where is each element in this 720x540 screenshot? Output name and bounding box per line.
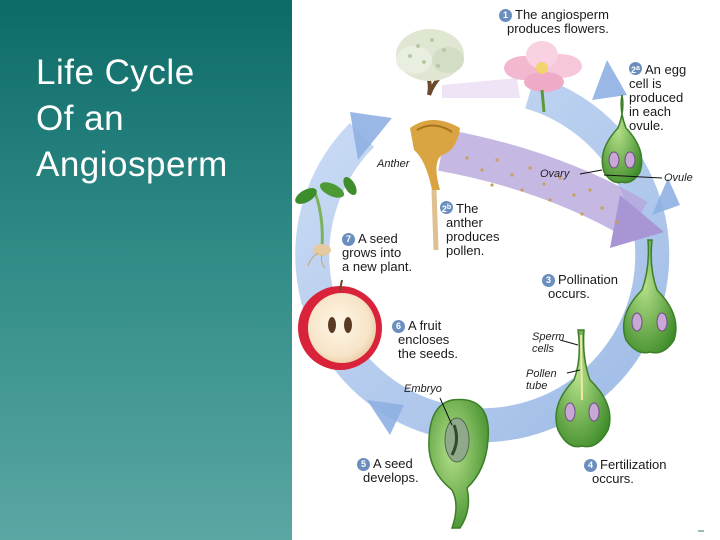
title-line-2: Of an [36,99,125,138]
sperm-tag-line-1: Sperm [532,331,565,343]
ovary-with-ovules [579,94,663,184]
step-2b-badge: 2b [440,201,453,214]
step-7-line-3: a new plant. [342,259,413,274]
embryo-tag: Embryo [404,383,442,395]
step-7-line-1: A seed [358,231,398,246]
step-2a-letter: a [636,65,640,72]
slide-corner-mark [698,530,704,532]
pollen-arrow [438,129,664,248]
fertilization-pistil [555,329,611,448]
ovary-tag: Ovary [540,168,570,180]
step-5-badge: 5 [357,458,370,471]
pink-flower [504,41,582,113]
step-2b-number: 2 [441,204,447,214]
diagram-artwork [295,29,680,529]
developing-seed [428,397,490,529]
step-1-line-2: produces flowers. [507,21,609,36]
apple-fruit [298,279,382,370]
step-2b-line-1: The [456,201,479,216]
step-6-badge: 6 [392,320,405,333]
step-6-line-1: A fruit [408,318,442,333]
pollination-pistil [622,239,677,354]
step-2b-letter: b [446,204,452,211]
step-5-line-2: develops. [363,470,419,485]
step-3-line-1: Pollination [558,272,618,287]
anther-tag: Anther [377,158,410,170]
step-1-badge: 1 [499,9,512,22]
step-2b-line-2: anther [446,215,483,230]
step-5-line-1: A seed [373,456,413,471]
ovule-tag: Ovule [664,172,693,184]
slide-title: Life Cycle Of an Angiosperm [36,50,286,188]
flowering-tree [396,29,464,96]
step-3-badge: 3 [542,274,555,287]
step-7-line-2: grows into [342,245,402,260]
step-3-line-2: occurs. [548,286,590,301]
seedling [295,176,357,269]
step-7-badge: 7 [342,233,355,246]
step-4-badge: 4 [584,459,597,472]
pollen-tube-tag-line-2: tube [526,380,548,392]
step-2a-badge: 2a [629,62,642,75]
step-2b-line-4: pollen. [446,243,485,258]
title-line-1: Life Cycle [36,53,195,92]
step-6-line-3: the seeds. [398,346,458,361]
title-line-3: Angiosperm [36,145,228,184]
step-2a-line-4: in each [629,104,671,119]
pollen-tube-tag-line-1: Pollen [526,368,557,380]
sperm-tag-line-2: cells [532,343,555,355]
step-2a-line-2: cell is [629,76,662,91]
sperm-cells-tag: Sperm cells [532,331,564,355]
step-2a-line-1: An egg [645,62,687,77]
step-4-line-1: Fertilization [600,457,667,472]
step-2a-number: 2 [631,65,637,75]
step-2b-line-3: produces [446,229,500,244]
anther-illustration [410,120,460,251]
step-4-line-2: occurs. [592,471,634,486]
step-6-line-2: encloses [398,332,450,347]
step-1-line-1: The angiosperm [515,7,609,22]
step-2a-line-3: produced [629,90,684,105]
pollen-tube-tag: Pollen tube [526,368,557,392]
step-2a-line-5: ovule. [629,118,664,133]
